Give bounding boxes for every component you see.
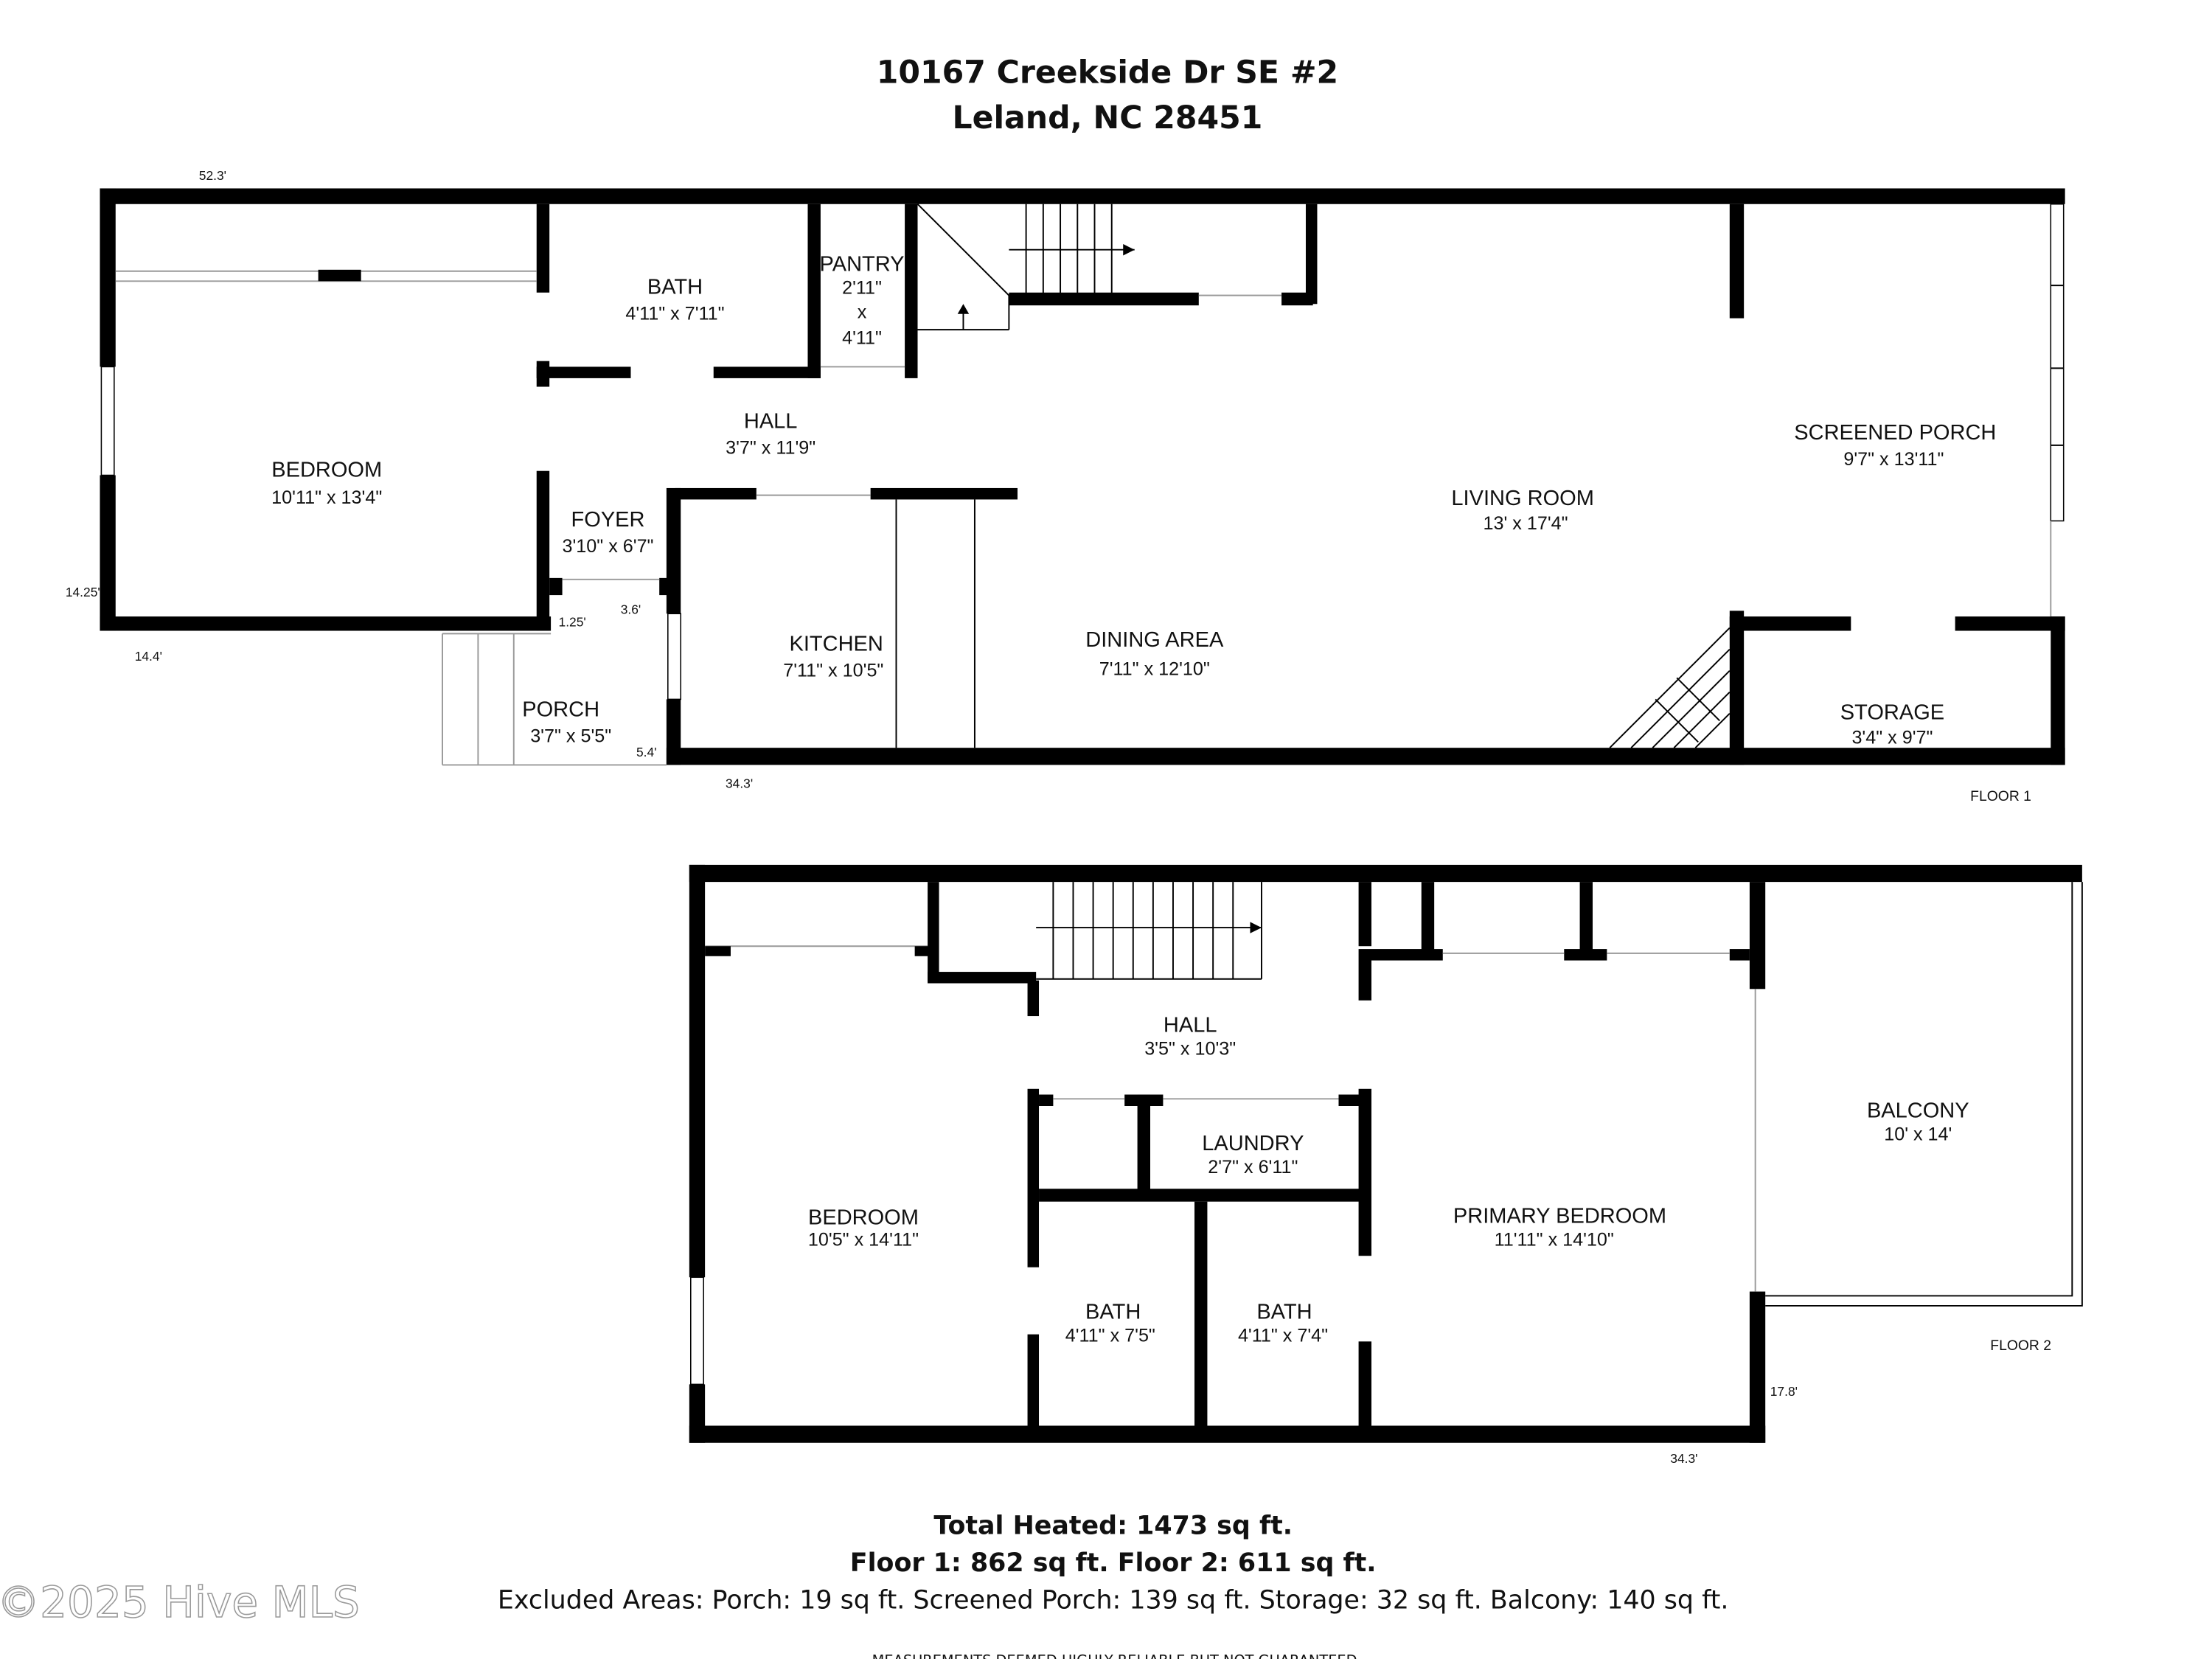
screened-porch-windows — [2050, 204, 2065, 522]
dimension-label: 52.3' — [199, 168, 226, 183]
room-label: STORAGE — [1840, 700, 1944, 724]
dimension-label: 3.6' — [621, 602, 641, 616]
address-line-1: 10167 Creekside Dr SE #2 — [877, 54, 1338, 91]
room-size: 13' x 17'4" — [1484, 513, 1568, 534]
room-label: DINING AREA — [1085, 628, 1224, 652]
room-label: BEDROOM — [271, 458, 382, 481]
stair-hatch — [1609, 627, 1731, 748]
room-size: 2'11" — [842, 278, 882, 299]
room-label: BALCONY — [1867, 1099, 1969, 1122]
dimension-label: 34.3' — [726, 776, 753, 790]
stairs — [1036, 882, 1262, 980]
dimension-label: 5.4' — [636, 745, 657, 759]
room-size: x — [858, 302, 867, 323]
dimension-label: 34.3' — [1670, 1451, 1697, 1466]
room-label: BATH — [1256, 1300, 1312, 1324]
room-label: FOYER — [571, 508, 645, 532]
room-size: 7'11" x 12'10" — [1099, 658, 1210, 679]
floor-2-label: FLOOR 2 — [1990, 1338, 2051, 1354]
dimension-label: 1.25' — [559, 615, 586, 630]
room-label: HALL — [1164, 1013, 1217, 1037]
room-label: SCREENED PORCH — [1794, 421, 1996, 445]
room-size: 3'5" x 10'3" — [1144, 1038, 1236, 1059]
balcony-railing — [1765, 882, 2083, 1307]
room-size: 9'7" x 13'11" — [1843, 449, 1944, 470]
total-heated: Total Heated: 1473 sq ft. — [933, 1512, 1293, 1541]
room-label: LAUNDRY — [1202, 1132, 1304, 1155]
room-label: BATH — [647, 276, 703, 299]
room-label: BEDROOM — [808, 1206, 919, 1230]
disclaimer: MEASUREMENTS DEEMED HIGHLY RELIABLE BUT … — [872, 1652, 1357, 1659]
room-size: 10'11" x 13'4" — [271, 487, 382, 508]
room-size: 4'11" x 7'4" — [1238, 1325, 1328, 1346]
room-label: HALL — [744, 410, 798, 434]
room-size: 11'11" x 14'10" — [1495, 1230, 1614, 1251]
room-label: PRIMARY BEDROOM — [1453, 1205, 1666, 1228]
porch-steps — [442, 633, 667, 766]
room-size: 4'11" — [842, 327, 882, 348]
address-line-2: Leland, NC 28451 — [952, 100, 1262, 136]
room-size: 2'7" x 6'11" — [1208, 1157, 1298, 1178]
room-size: 3'7" x 5'5" — [530, 726, 611, 746]
excluded-areas: Excluded Areas: Porch: 19 sq ft. Screene… — [498, 1585, 1729, 1615]
room-label: PORCH — [522, 698, 599, 722]
dimension-label: 14.4' — [135, 649, 162, 664]
room-size: 10' x 14' — [1884, 1124, 1952, 1144]
room-label: LIVING ROOM — [1451, 487, 1593, 510]
room-size: 4'11" x 7'5" — [1065, 1325, 1155, 1346]
room-label: KITCHEN — [790, 633, 883, 656]
room-label: BATH — [1085, 1300, 1141, 1324]
room-size: 3'10" x 6'7" — [563, 536, 654, 557]
room-size: 3'4" x 9'7" — [1851, 727, 1933, 748]
dimension-label: 14.25' — [66, 585, 100, 599]
window — [100, 366, 115, 476]
watermark: ©2025 Hive MLS — [0, 1577, 360, 1627]
room-size: 3'7" x 11'9" — [726, 437, 815, 458]
floor-1-label: FLOOR 1 — [1970, 788, 2031, 804]
room-size: 4'11" x 7'11" — [625, 304, 724, 324]
room-size: 7'11" x 10'5" — [783, 660, 883, 681]
room-label: PANTRY — [820, 253, 905, 276]
floor-2-plan: HALL 3'5" x 10'3" LAUNDRY 2'7" x 6'11" B… — [689, 864, 2083, 1466]
stairs — [917, 204, 1135, 331]
room-size: 10'5" x 14'11" — [808, 1230, 919, 1251]
floor-1-plan: BEDROOM 10'11" x 13'4" BATH 4'11" x 7'11… — [66, 168, 2065, 804]
floor-areas: Floor 1: 862 sq ft. Floor 2: 611 sq ft. — [850, 1548, 1377, 1578]
dimension-label: 17.8' — [1770, 1384, 1798, 1399]
